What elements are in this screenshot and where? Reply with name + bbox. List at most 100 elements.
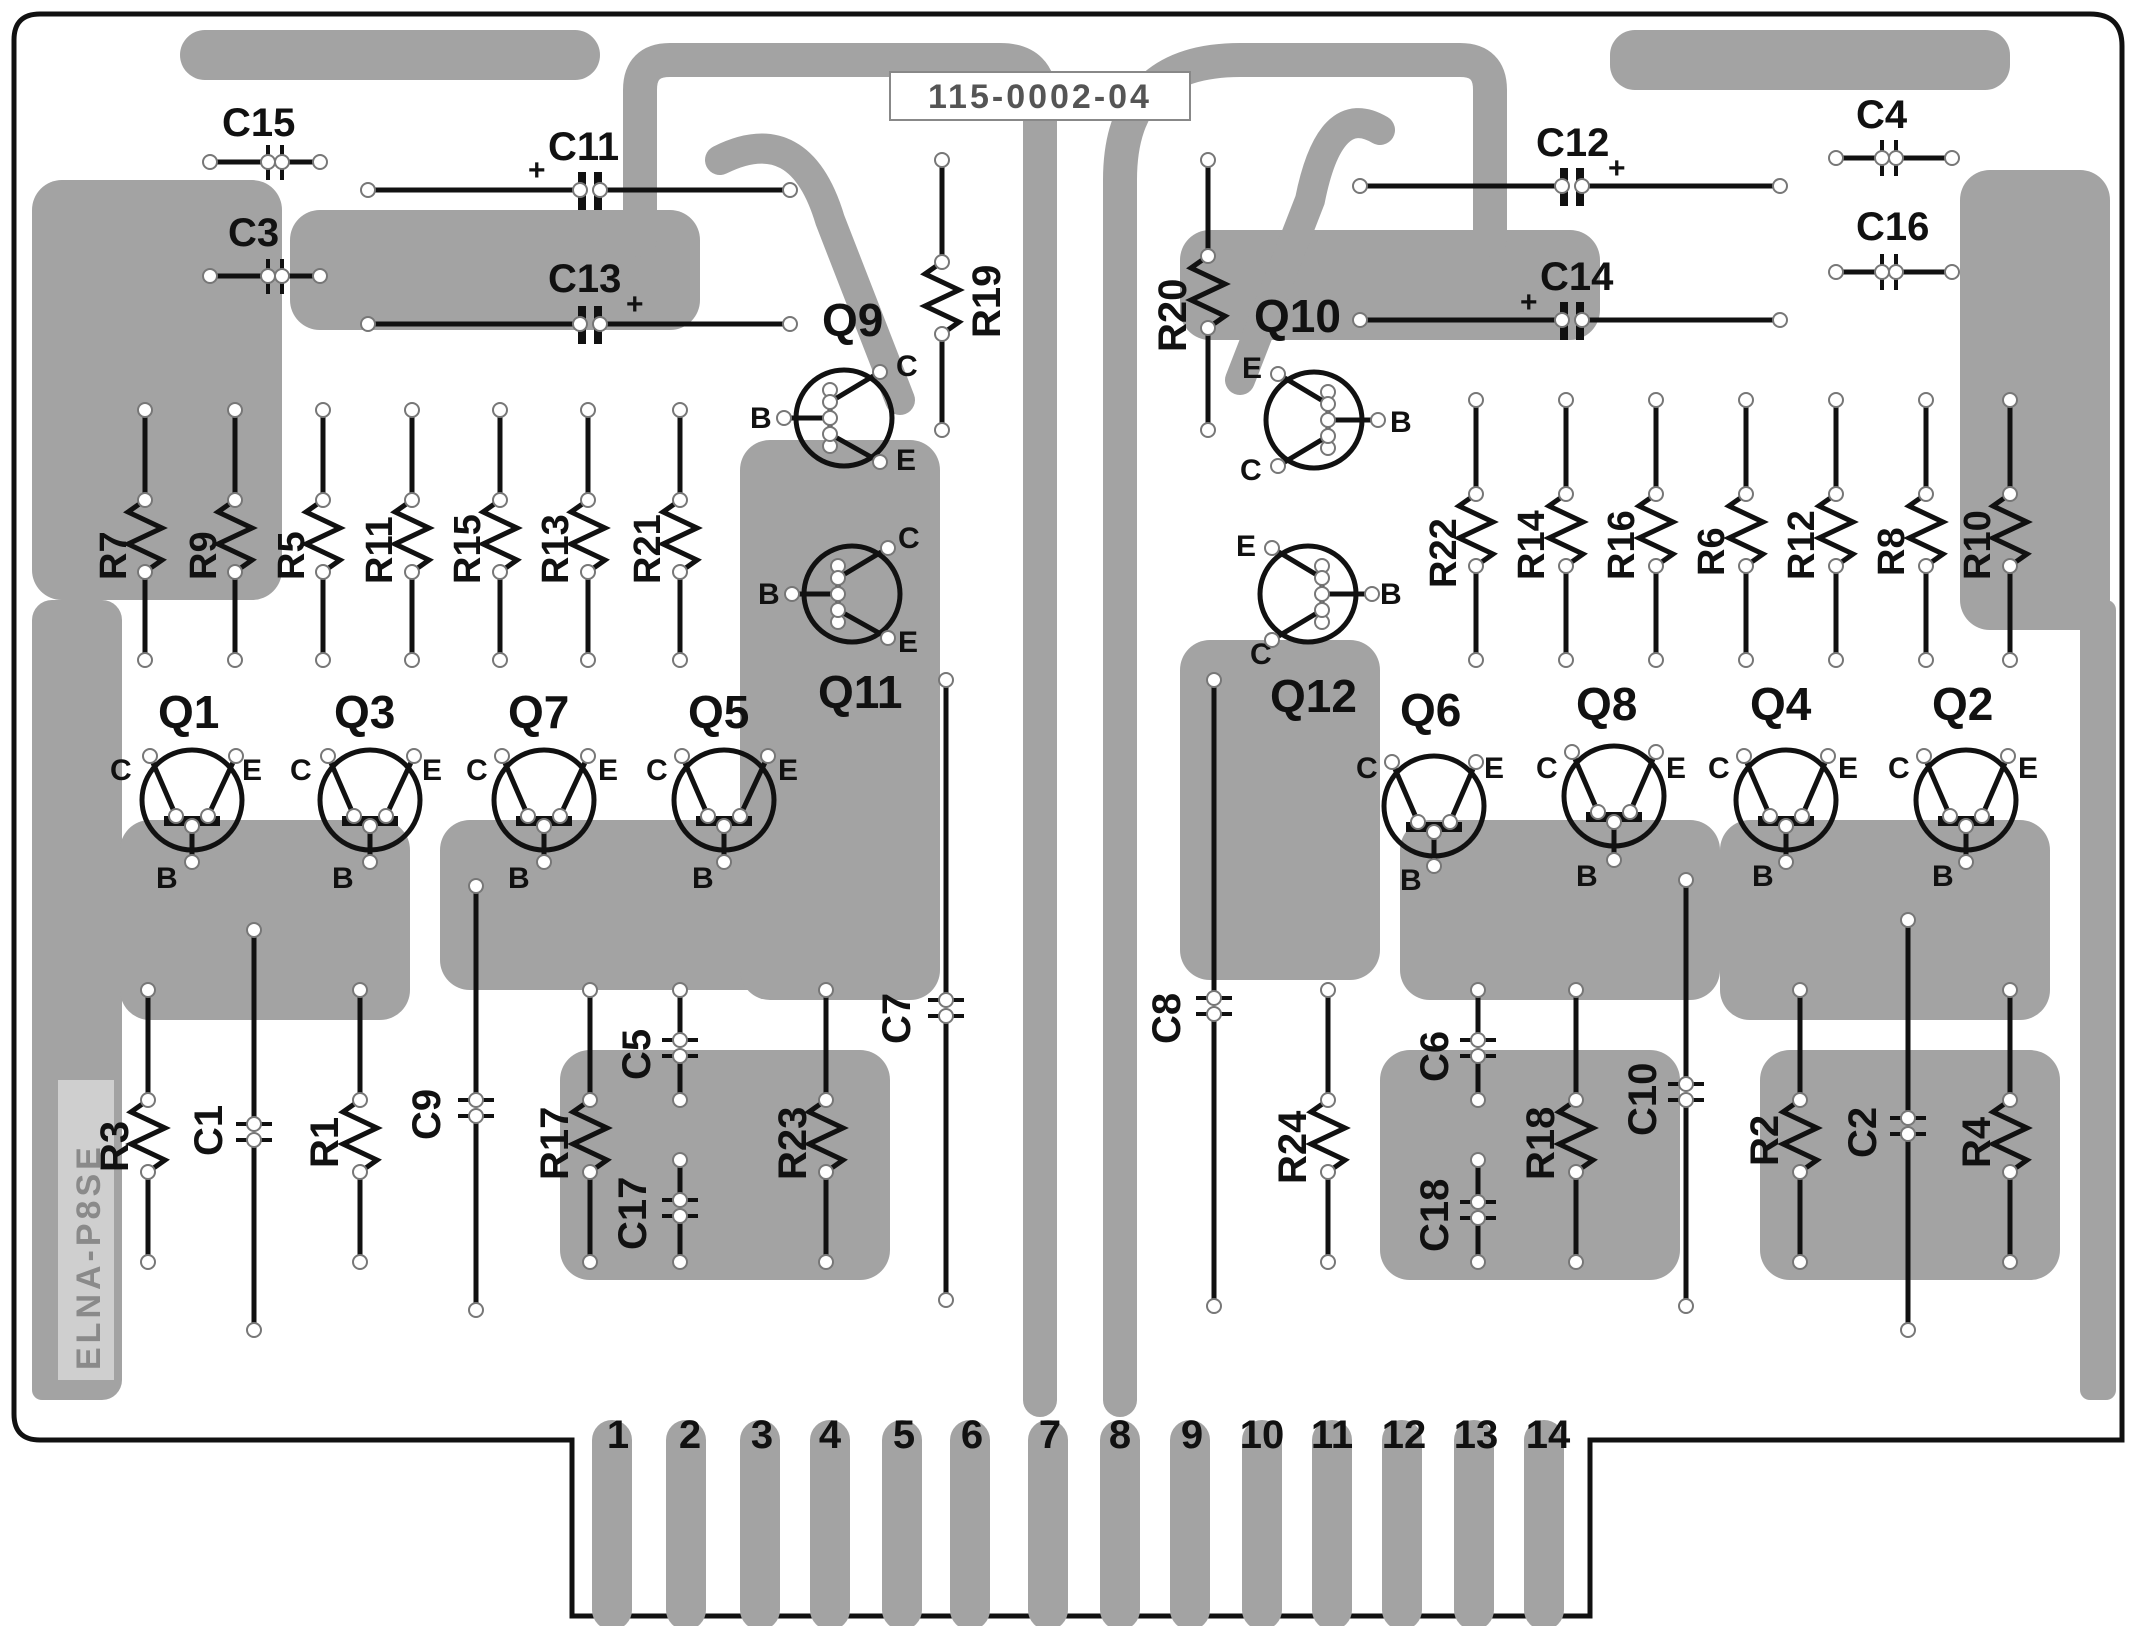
q9-label: Q9	[822, 294, 883, 346]
resistor-r3-label: R3	[93, 1121, 137, 1172]
solder-pad	[1320, 1164, 1336, 1180]
resistor-r18-label: R18	[1519, 1107, 1563, 1180]
solder-pad	[2002, 1164, 2018, 1180]
solder-pad	[200, 808, 216, 824]
emitter-pin-label: E	[2018, 752, 2038, 785]
solder-pad	[2002, 1092, 2018, 1108]
resistor-r19: R19	[919, 152, 1009, 438]
solder-pad	[1200, 248, 1216, 264]
resistor-r17-label: R17	[533, 1107, 577, 1180]
resistor-r11-label: R11	[359, 516, 401, 584]
solder-pad	[1762, 808, 1778, 824]
solder-pad	[246, 922, 262, 938]
solder-pad	[352, 1254, 368, 1270]
emitter-pin-label: E	[598, 754, 618, 787]
solder-pad	[1678, 1076, 1694, 1092]
resistor-r13-label: R13	[535, 514, 577, 584]
resistor-r23-label: R23	[771, 1107, 815, 1180]
base-pin-label: B	[1380, 578, 1402, 611]
resistor-r11: R11	[359, 402, 435, 668]
solder-pad	[582, 1164, 598, 1180]
base-pin-label: B	[1932, 860, 1954, 893]
solder-pad	[1206, 990, 1222, 1006]
solder-pad	[202, 154, 218, 170]
capacitor-c5: C5	[615, 982, 698, 1108]
transistor-q11: Q11 C B E	[758, 522, 920, 718]
resistor-r4-label: R4	[1955, 1116, 1999, 1168]
resistor-r21-label: R21	[627, 514, 669, 584]
solder-pad	[492, 564, 508, 580]
solder-pad	[360, 316, 376, 332]
solder-pad	[1888, 264, 1904, 280]
solder-pad	[1558, 652, 1574, 668]
base-pin-label: B	[1390, 406, 1412, 439]
solder-pad	[1648, 744, 1664, 760]
solder-pad	[672, 1208, 688, 1224]
solder-pad	[580, 652, 596, 668]
plus-sign: +	[1520, 286, 1538, 319]
q10-label: Q10	[1254, 290, 1341, 342]
solder-pad	[137, 564, 153, 580]
solder-pad	[137, 652, 153, 668]
transistor-q12: Q12 E B C	[1236, 530, 1402, 722]
connector-pin-4: 4	[819, 1413, 842, 1457]
capacitor-c18: C18	[1413, 1152, 1496, 1270]
solder-pad	[822, 394, 838, 410]
resistor-r13: R13	[535, 402, 611, 668]
solder-pad	[1554, 178, 1570, 194]
solder-pad	[672, 1152, 688, 1168]
solder-pad	[137, 402, 153, 418]
plus-sign: +	[1608, 152, 1626, 185]
solder-pad	[672, 1048, 688, 1064]
solder-pad	[872, 454, 888, 470]
resistor-r1-label: R1	[303, 1117, 347, 1168]
emitter-pin-label: E	[896, 444, 916, 477]
solder-pad	[468, 1302, 484, 1318]
solder-pad	[1828, 392, 1844, 408]
solder-pad	[315, 652, 331, 668]
solder-pad	[830, 586, 846, 602]
resistor-r19-label: R19	[965, 265, 1009, 338]
solder-pad	[227, 492, 243, 508]
transistor-q5: Q5 C E B	[646, 686, 798, 895]
solder-pad	[672, 1032, 688, 1048]
solder-pad	[274, 154, 290, 170]
solder-pad	[168, 808, 184, 824]
collector-pin-label: C	[1240, 454, 1262, 487]
capacitor-c6: C6	[1413, 982, 1496, 1108]
q5-label: Q5	[688, 686, 749, 738]
solder-pad	[1314, 570, 1330, 586]
emitter-pin-label: E	[778, 754, 798, 787]
solder-pad	[2002, 1254, 2018, 1270]
capacitor-c15: C15	[202, 101, 328, 180]
solder-pad	[1264, 540, 1280, 556]
solder-pad	[1828, 558, 1844, 574]
solder-pad	[1792, 1092, 1808, 1108]
transistor-q7: Q7 C E B	[466, 686, 618, 895]
solder-pad	[872, 364, 888, 380]
solder-pad	[1426, 824, 1442, 840]
solder-pad	[1900, 912, 1916, 928]
solder-pad	[1900, 1126, 1916, 1142]
solder-pad	[1888, 150, 1904, 166]
solder-pad	[1974, 808, 1990, 824]
solder-pad	[352, 982, 368, 998]
transistor-q6: Q6 C E B	[1356, 684, 1504, 897]
solder-pad	[1468, 558, 1484, 574]
solder-pad	[776, 410, 792, 426]
solder-pad	[1772, 312, 1788, 328]
capacitor-c5-label: C5	[615, 1029, 659, 1080]
resistor-r12-label: R12	[1781, 510, 1823, 580]
solder-pad	[1352, 178, 1368, 194]
solder-pad	[1942, 808, 1958, 824]
solder-pad	[227, 564, 243, 580]
capacitor-c7: C7	[875, 672, 964, 1308]
capacitor-c13-label: C13	[548, 257, 621, 301]
solder-pad	[1606, 852, 1622, 868]
capacitor-c10: C10	[1621, 872, 1704, 1314]
resistor-r20: R20	[1151, 152, 1231, 438]
solder-pad	[1606, 814, 1622, 830]
solder-pad	[938, 1292, 954, 1308]
connector-pin-12: 12	[1382, 1413, 1427, 1457]
solder-pad	[716, 818, 732, 834]
